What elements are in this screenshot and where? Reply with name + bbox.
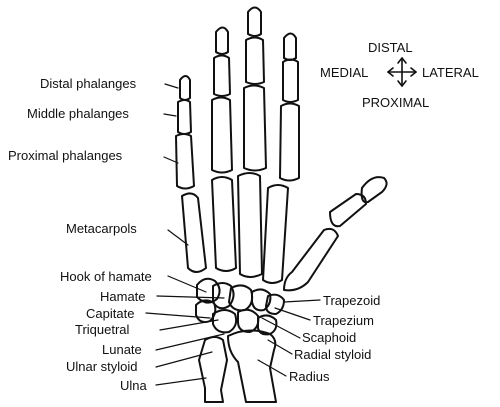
orientation-lateral: LATERAL xyxy=(422,66,479,79)
label-radius: Radius xyxy=(289,370,329,383)
middle-finger-bones xyxy=(238,8,266,278)
thumb-bones xyxy=(284,177,387,290)
ring-finger-bones xyxy=(212,28,236,272)
label-hamate: Hamate xyxy=(100,290,146,303)
orientation-medial: MEDIAL xyxy=(320,66,368,79)
label-ulna: Ulna xyxy=(120,379,147,392)
label-hook-of-hamate: Hook of hamate xyxy=(60,270,152,283)
carpal-bones xyxy=(196,279,284,335)
compass-cross xyxy=(388,58,416,86)
index-finger-bones xyxy=(263,34,299,284)
label-middle-phalanges: Middle phalanges xyxy=(27,107,129,120)
orientation-distal: DISTAL xyxy=(368,41,413,54)
little-finger-bones xyxy=(176,76,206,272)
label-proximal-phalanges: Proximal phalanges xyxy=(8,149,122,162)
forearm-bones xyxy=(199,330,276,402)
label-distal-phalanges: Distal phalanges xyxy=(40,77,136,90)
label-metacarpals: Metacarpols xyxy=(66,222,137,235)
leader-lines xyxy=(146,84,320,385)
orientation-proximal: PROXIMAL xyxy=(362,96,429,109)
label-radial-styloid: Radial styloid xyxy=(294,348,371,361)
label-trapezoid: Trapezoid xyxy=(323,294,380,307)
label-scaphoid: Scaphoid xyxy=(302,331,356,344)
label-trapezium: Trapezium xyxy=(313,314,374,327)
label-capitate: Capitate xyxy=(86,307,134,320)
label-triquetral: Triquetral xyxy=(75,323,129,336)
label-lunate: Lunate xyxy=(102,343,142,356)
label-ulnar-styloid: Ulnar styloid xyxy=(66,360,138,373)
